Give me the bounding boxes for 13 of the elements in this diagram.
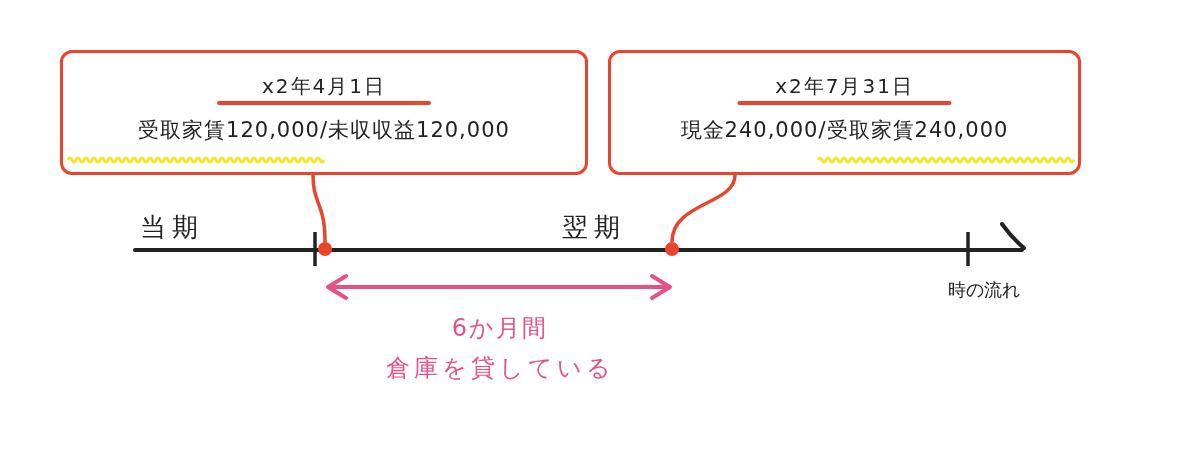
leader-line [670,174,737,243]
axis-label: 時の流れ [948,278,1020,302]
date-text: x2年7月31日 [775,73,914,100]
entry-text: 現金240,000/受取家賃240,000 [680,117,1009,144]
journal-entry-box [60,50,588,175]
entry-text: 受取家賃120,000/未収収益120,000 [138,117,510,144]
leader-line [311,174,327,243]
period-label: 当期 [140,211,204,244]
period-label: 翌期 [562,211,626,244]
duration-note: 6か月間 [450,313,550,344]
duration-note: 倉庫を貸している [384,353,616,384]
date-text: x2年4月1日 [262,73,386,100]
journal-entry-box [608,50,1081,175]
